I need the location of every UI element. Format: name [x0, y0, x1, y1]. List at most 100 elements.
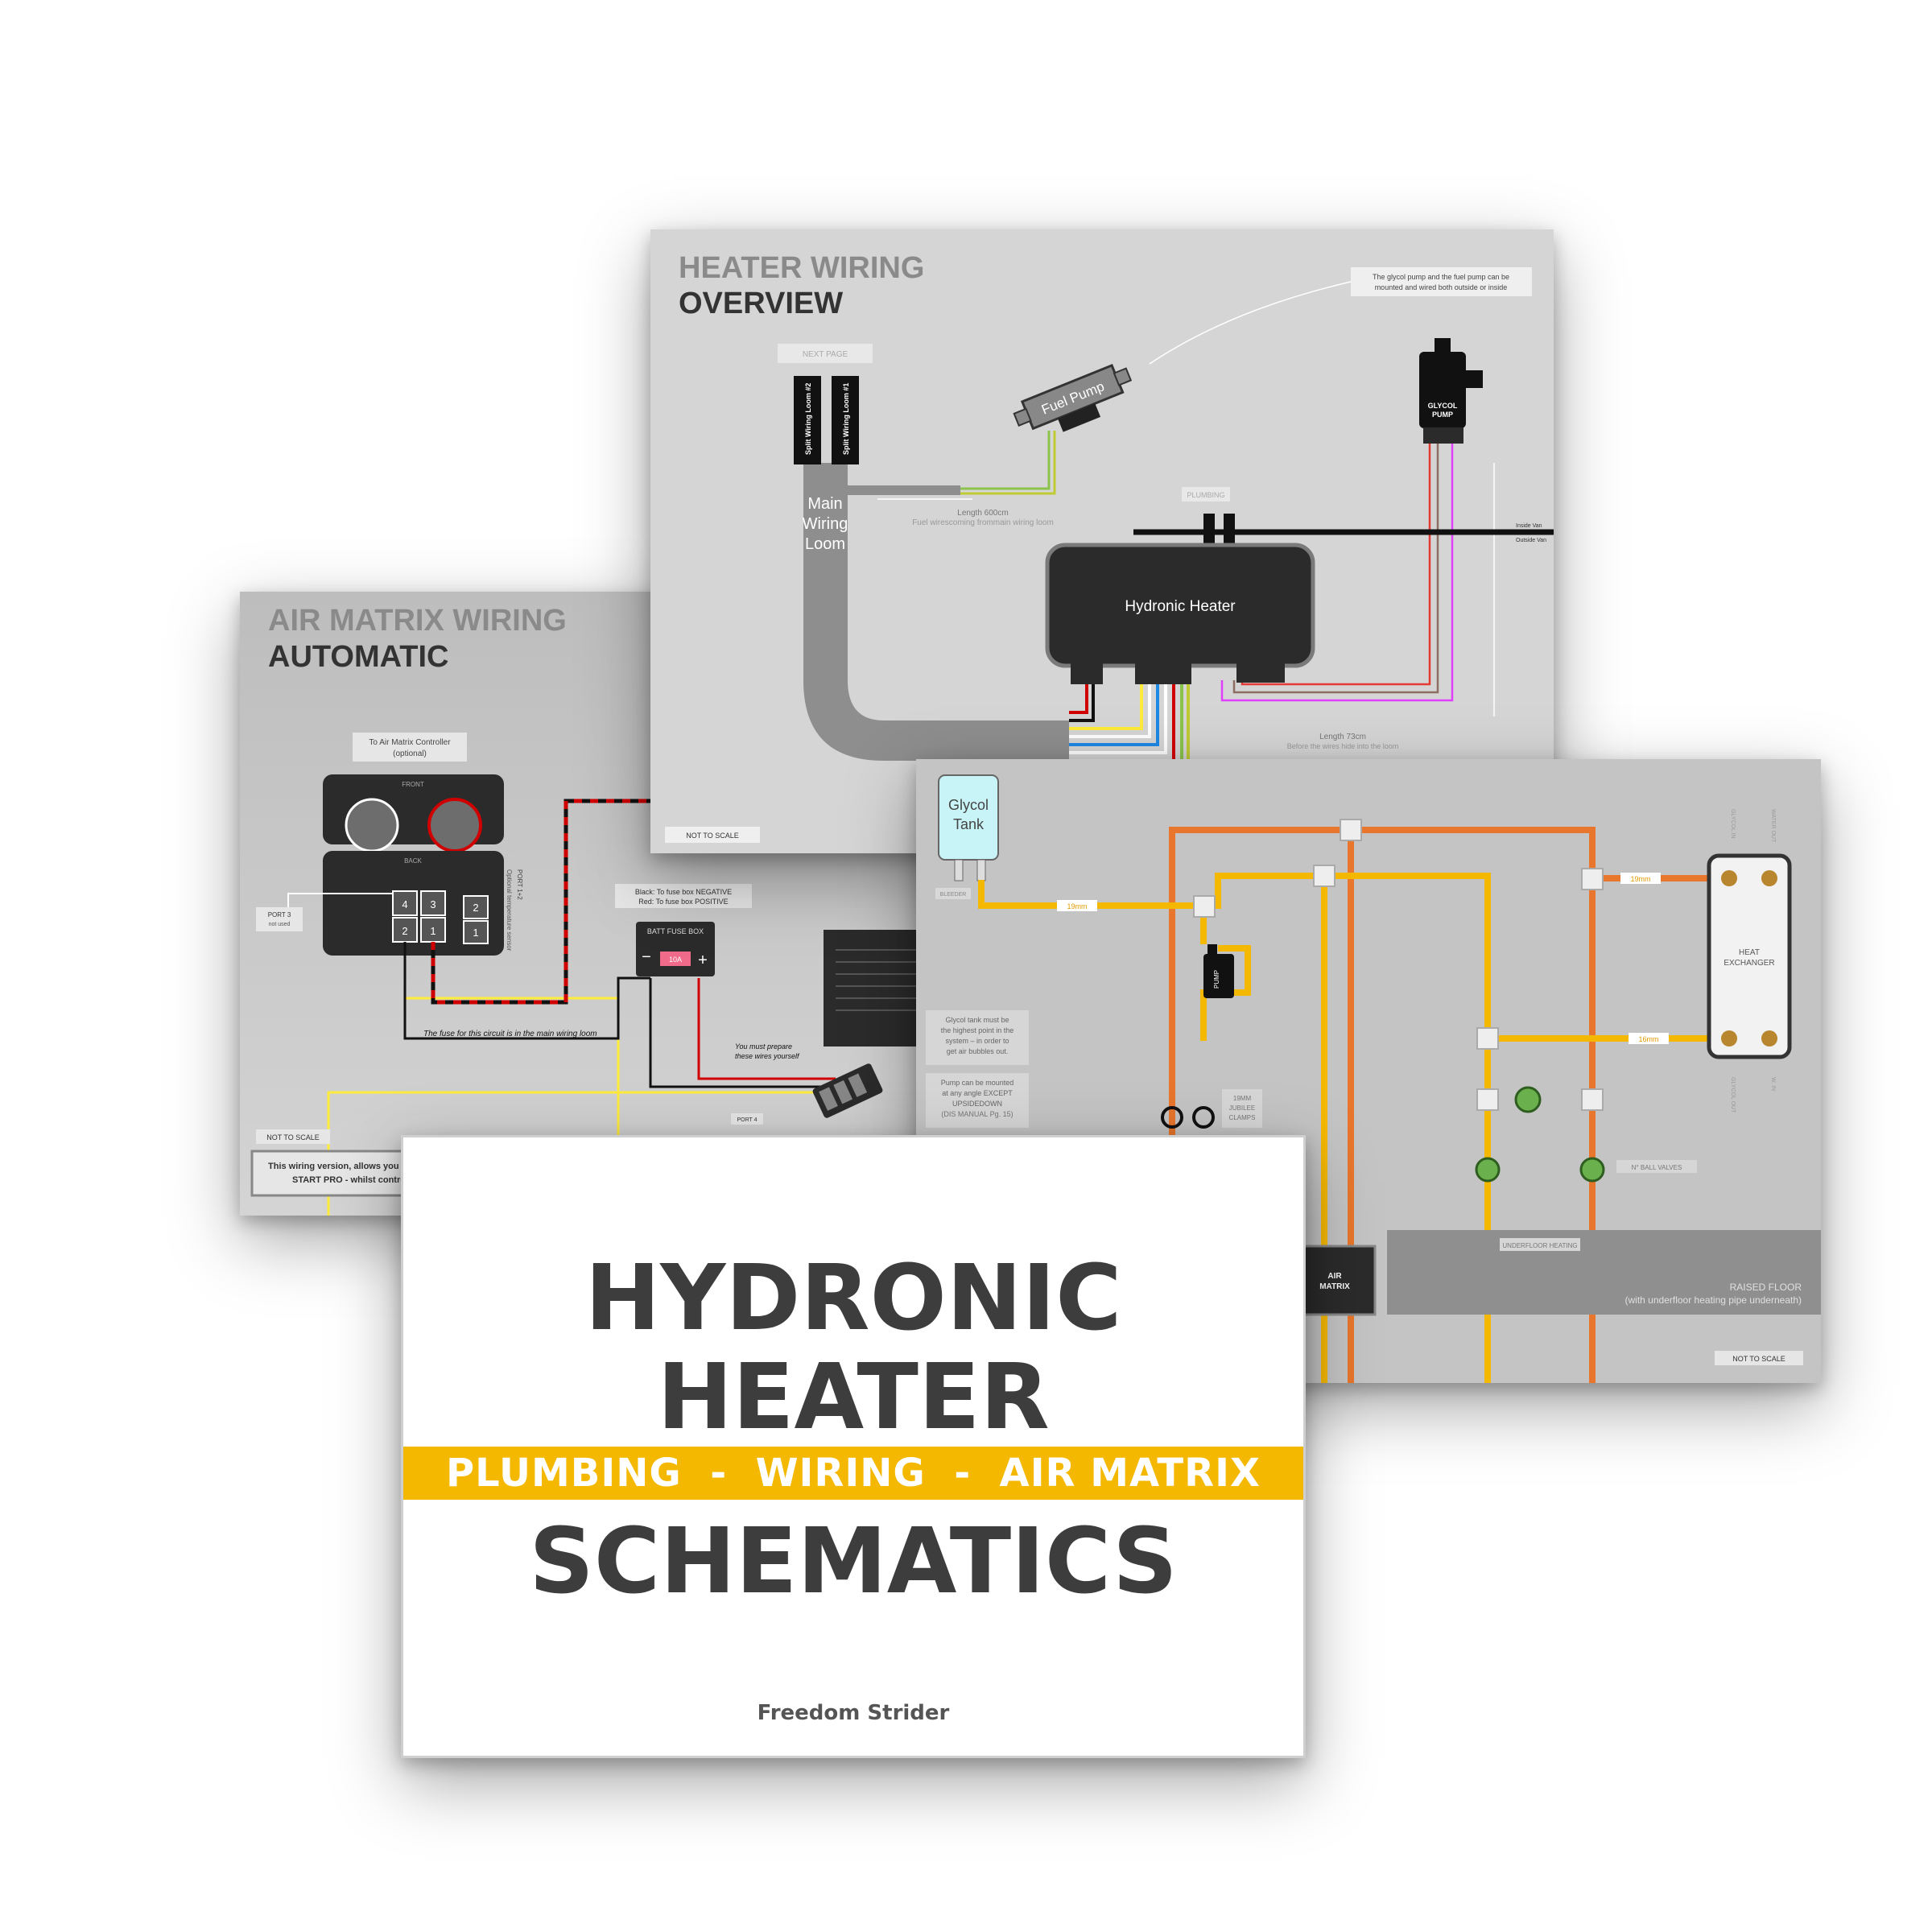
batt-fuse-box	[636, 922, 715, 976]
pin-r1	[463, 920, 489, 944]
glycol-note-1: Glycol tank must be	[945, 1016, 1009, 1024]
clamp-2	[1192, 1106, 1215, 1129]
next-page-box	[778, 344, 873, 363]
tank-outlet-2	[976, 859, 986, 881]
raised-floor-note: (with underfloor heating pipe underneath…	[1625, 1294, 1802, 1306]
glycol-pump	[1419, 352, 1466, 428]
port4-label: PORT 4	[737, 1117, 757, 1123]
main-wiring-loom	[803, 463, 1069, 761]
water-in: W. IN	[1770, 1077, 1776, 1091]
fuel-wire-sleeve	[848, 485, 960, 495]
plumbing-pump	[1203, 954, 1234, 998]
glycol-note-2: the highest point in the	[941, 1026, 1014, 1034]
note-arrow	[1149, 281, 1352, 365]
main-loom-label-3: Loom	[805, 535, 845, 553]
pump-note-2: at any angle EXCEPT	[942, 1089, 1013, 1097]
pin-r2-label: 2	[473, 902, 478, 914]
water-out: WATER OUT	[1770, 809, 1776, 843]
pin-4	[392, 890, 418, 916]
air-matrix-label-2: MATRIX	[1319, 1282, 1350, 1291]
raised-floor	[1387, 1230, 1821, 1315]
clamps-note-box	[1222, 1089, 1262, 1128]
glycol-in: GLYCOL IN	[1730, 809, 1736, 839]
plumbing-port-2	[1224, 514, 1235, 546]
fuse-note-black: Black: To fuse box NEGATIVE	[635, 888, 732, 896]
back-label: BACK	[404, 857, 422, 865]
vent-slats	[836, 949, 916, 1011]
front-label: FRONT	[402, 781, 424, 788]
port3-label: PORT 3	[268, 911, 291, 919]
cover-subtitle-band: PLUMBING - WIRING - AIR MATRIX	[403, 1447, 1303, 1500]
bleeder-box	[935, 888, 971, 899]
fuse-note-box	[615, 884, 752, 908]
heater-connector-1	[1071, 660, 1103, 684]
knob-red	[427, 798, 482, 852]
controller-optional: (optional)	[393, 749, 427, 758]
pump-note-1: The glycol pump and the fuel pump can be	[1373, 273, 1509, 281]
air-matrix-title-1: AIR MATRIX WIRING	[268, 604, 567, 638]
black-wire-2	[649, 978, 836, 1088]
heater-connector-3	[1236, 660, 1285, 683]
size-16-label: 16mm	[1638, 1035, 1658, 1043]
wiring-title-2: OVERVIEW	[679, 287, 843, 320]
fuse-10a	[660, 952, 691, 966]
pump-note-box	[1351, 267, 1532, 296]
hx-label-1: HEAT	[1739, 948, 1760, 957]
fuel-wire-yellow	[960, 431, 1056, 495]
pump-note-3: UPSIDEDOWN	[952, 1100, 1002, 1108]
red-wire	[697, 978, 836, 1080]
fuel-wire-note: Fuel wirescoming frommain wiring loom	[912, 518, 1054, 527]
not-to-scale-box	[256, 1129, 330, 1144]
valve-3	[1579, 1157, 1605, 1183]
port3-wire	[287, 893, 393, 910]
length-73: Length 73cm	[1319, 733, 1366, 741]
pump-note-2: mounted and wired both outside or inside	[1375, 283, 1508, 291]
cover-page: HYDRONIC HEATER PLUMBING - WIRING - AIR …	[401, 1135, 1306, 1758]
cover-author: Freedom Strider	[757, 1701, 950, 1725]
pump-note-4: (DIS MANUAL Pg. 15)	[941, 1110, 1013, 1118]
glycol-wire-brown	[1232, 444, 1439, 694]
plumbing-not-to-scale-box	[1715, 1351, 1803, 1365]
heater-wiring-sheet: HEATER WIRING OVERVIEW NEXT PAGE Split W…	[650, 229, 1554, 853]
cover-title-1: HYDRONIC	[584, 1246, 1122, 1351]
plumbing-port-1	[1203, 514, 1215, 546]
size-19-tag-1	[1057, 900, 1097, 911]
glycol-wire-pink	[1220, 444, 1454, 702]
split-loom-1	[832, 376, 859, 464]
glycol-tank-label-2: Tank	[953, 816, 985, 832]
loom-wires	[1069, 684, 1190, 769]
next-page: NEXT PAGE	[803, 350, 848, 359]
glycol-out: GLYCOL OUT	[1730, 1077, 1736, 1113]
bleeder-label: BLEEDER	[940, 892, 967, 898]
footer-line-2: START PRO - whilst contro	[292, 1175, 406, 1185]
controller-note-box	[353, 733, 467, 762]
main-loom-label-2: Wiring	[803, 515, 848, 533]
pin-r2	[463, 895, 489, 919]
length-600: Length 600cm	[957, 509, 1008, 518]
glycol-tank-label-1: Glycol	[948, 797, 989, 813]
underfloor-box	[1500, 1238, 1580, 1251]
split-loom-2-label: Split Wiring Loom #2	[804, 383, 812, 455]
pin-1-label: 1	[430, 925, 436, 937]
wiring-not-to-scale: NOT TO SCALE	[686, 832, 739, 840]
plus-sign: +	[698, 952, 708, 969]
pump-note-1: Pump can be mounted	[941, 1079, 1014, 1087]
valve-2	[1475, 1157, 1501, 1183]
fuse-box-label: BATT FUSE BOX	[647, 927, 704, 935]
hx-port-2	[1761, 870, 1777, 886]
port3-box	[256, 907, 303, 931]
clamps-note-1: 19MM	[1233, 1095, 1252, 1102]
plumbing-box	[1182, 487, 1230, 502]
main-loom-label-1: Main	[807, 495, 842, 513]
clamp-1	[1161, 1106, 1183, 1129]
cover-title-2: HEATER	[657, 1345, 1050, 1450]
pin-2	[392, 917, 418, 943]
size-19-label-2: 19mm	[1630, 875, 1650, 883]
clamps-note-2: JUBILEE	[1229, 1104, 1255, 1112]
hx-port-1	[1721, 870, 1737, 886]
port3-note: not used	[269, 922, 291, 927]
hx-port-3	[1721, 1030, 1737, 1046]
port12-label: PORT 1+2	[516, 869, 523, 900]
air-matrix-label-1: AIR	[1327, 1272, 1342, 1281]
tank-outlet-1	[954, 859, 964, 881]
